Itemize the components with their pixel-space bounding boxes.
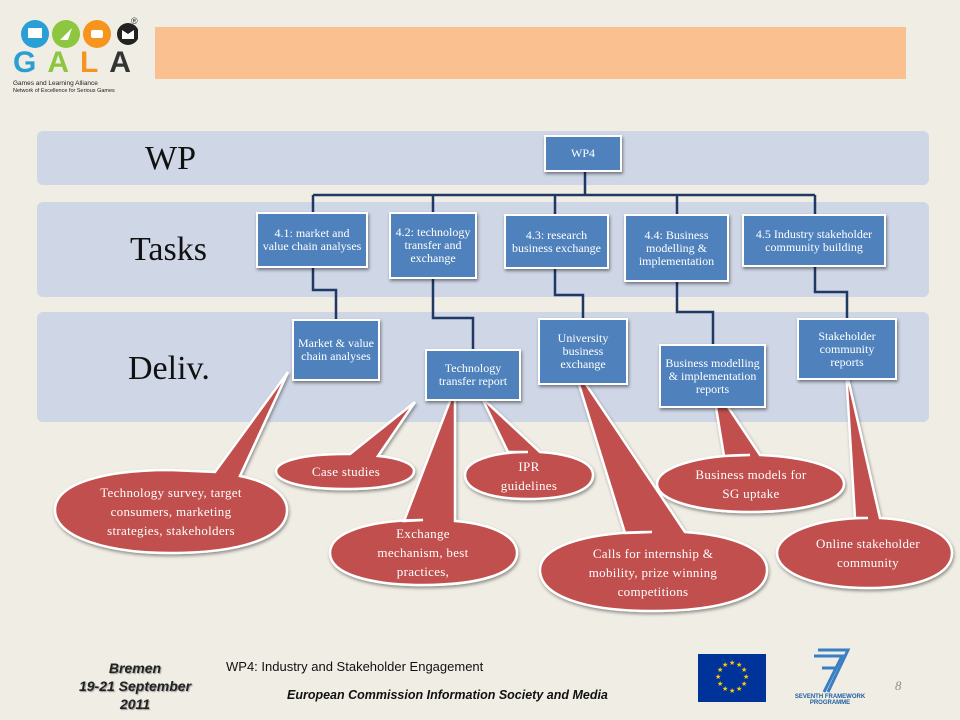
- gala-logo-icons: [21, 20, 139, 48]
- gala-logo: [8, 14, 139, 96]
- task-node-4-3: 4.3: research business exchange: [504, 214, 609, 269]
- eu-flag-logo: ★★★ ★★★ ★★★ ★★★: [698, 654, 766, 702]
- fp7-icon: [814, 648, 851, 693]
- fp7-label: SEVENTH FRAMEWORK PROGRAMME: [794, 694, 866, 706]
- band-label-wp: WP: [145, 140, 196, 177]
- deliverable-node-business: Business modelling & implementation repo…: [659, 344, 766, 408]
- logo-letters: G A L A: [13, 48, 131, 78]
- svg-text:★: ★: [741, 680, 747, 688]
- svg-text:★: ★: [729, 687, 735, 695]
- callout-text-exchange: Exchange mechanism, best practices,: [377, 525, 469, 579]
- svg-text:★: ★: [722, 685, 728, 693]
- svg-text:★: ★: [743, 673, 749, 681]
- callout-exchange: [328, 387, 519, 587]
- eu-stars-icon: ★★★ ★★★ ★★★ ★★★: [715, 659, 749, 695]
- svg-text:★: ★: [729, 659, 735, 667]
- callout-ipr: [463, 397, 595, 501]
- task-node-4-4: 4.4: Business modelling & implementation: [624, 214, 729, 282]
- callout-calls: [538, 364, 769, 613]
- footer-dates: 19-21 September: [78, 678, 192, 694]
- svg-text:★: ★: [722, 661, 728, 669]
- page-number: 8: [895, 678, 902, 693]
- task-node-4-1: 4.1: market and value chain analyses: [256, 212, 368, 268]
- logo-registered-mark: ®: [131, 16, 138, 26]
- task-node-4-2: 4.2: technology transfer and exchange: [389, 212, 477, 279]
- logo-tagline: Network of Excellence for Serious Games: [13, 88, 115, 94]
- footer-org: European Commission Information Society …: [287, 688, 608, 702]
- footer-city: Bremen: [108, 660, 162, 676]
- callout-business-models: [655, 382, 846, 514]
- callout-online: [775, 369, 954, 590]
- svg-text:★: ★: [736, 685, 742, 693]
- callout-text-ipr: IPR guidelines: [500, 459, 558, 493]
- deliverable-node-university: University business exchange: [538, 318, 628, 385]
- band-wp: [37, 131, 929, 185]
- fp7-logo: [796, 646, 858, 698]
- logo-name: Games and Learning Alliance: [13, 80, 98, 87]
- deliverable-node-tech-transfer: Technology transfer report: [425, 349, 521, 401]
- callout-tech-survey: [53, 371, 290, 555]
- footer-title: WP4: Industry and Stakeholder Engagement: [226, 659, 484, 674]
- svg-text:★: ★: [717, 680, 723, 688]
- logo-letter-a: A: [47, 46, 69, 79]
- svg-text:★: ★: [736, 661, 742, 669]
- band-label-tasks: Tasks: [130, 231, 207, 268]
- task-node-4-5: 4.5 Industry stakeholder community build…: [742, 214, 886, 267]
- callout-text-case-studies: Case studies: [311, 464, 381, 479]
- callout-text-calls: Calls for internship & mobility, prize w…: [588, 545, 718, 599]
- deliverable-node-market: Market & value chain analyses: [292, 319, 380, 381]
- footer-location: Bremen 19-21 September 2011: [55, 659, 215, 713]
- node-wp4: WP4: [544, 135, 622, 172]
- band-label-deliv: Deliv.: [128, 350, 210, 387]
- footer-year: 2011: [119, 696, 151, 712]
- callout-text-business-models: Business models for SG uptake: [695, 467, 807, 501]
- svg-text:★: ★: [717, 666, 723, 674]
- title-bar: [155, 27, 906, 79]
- logo-letter-a2: A: [109, 46, 131, 79]
- callout-text-tech-survey: Technology survey, target consumers, mar…: [100, 485, 242, 538]
- svg-text:★: ★: [741, 666, 747, 674]
- logo-letter-g: G: [13, 46, 37, 79]
- svg-text:★: ★: [715, 673, 721, 681]
- callout-text-online: Online stakeholder community: [816, 536, 920, 570]
- logo-letter-l: L: [79, 46, 99, 79]
- callout-case-studies: [274, 401, 417, 491]
- deliverable-node-stakeholder: Stakeholder community reports: [797, 318, 897, 380]
